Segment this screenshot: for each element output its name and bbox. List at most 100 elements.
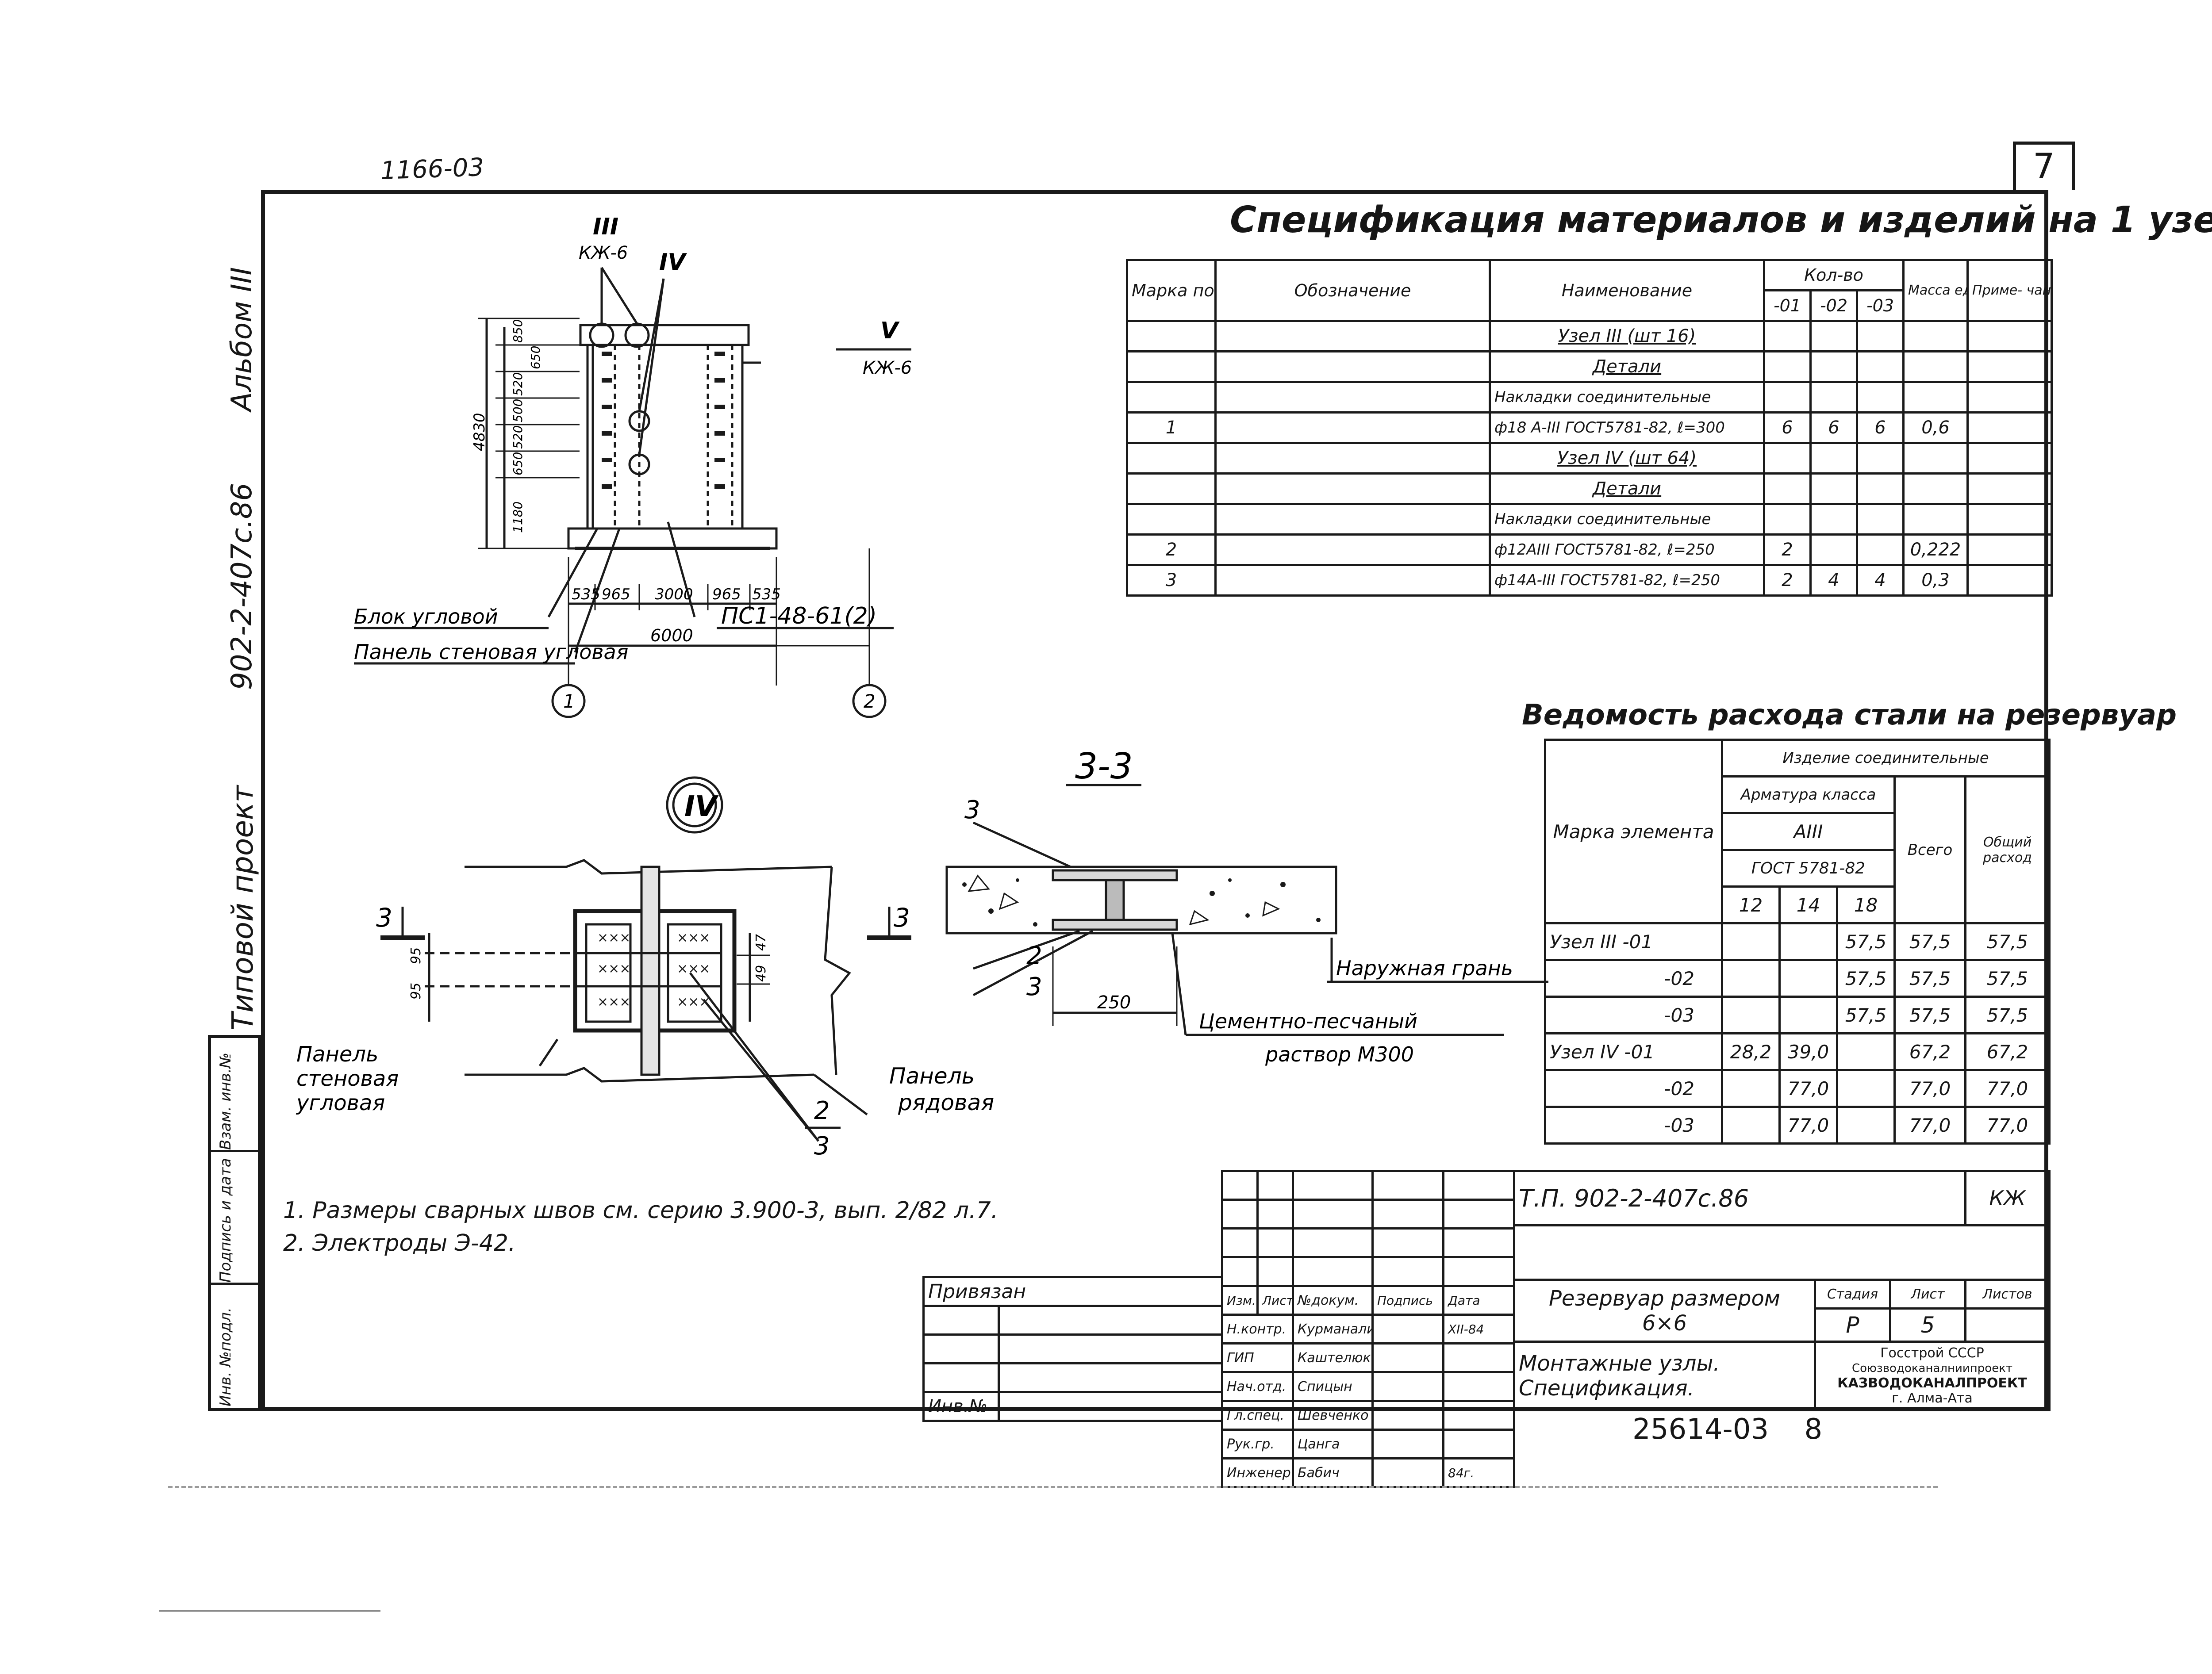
axis-1-circle: [551, 684, 586, 718]
dim-v-1: 1180: [511, 502, 525, 533]
section-cut-left: 3: [376, 903, 392, 933]
statement-title: Ведомость расхода стали на резервуар: [1522, 699, 2177, 732]
node-iii-ref: КЖ-6: [579, 243, 628, 263]
dim-47: 47: [753, 934, 769, 951]
statement-table: Марка элемента Изделие соединительные Ар…: [1544, 739, 2051, 1145]
svg-text:×××: ×××: [677, 994, 710, 1010]
node-iii-circle-b: [624, 322, 650, 348]
note-1: 1. Размеры сварных швов см. серию 3.900-…: [283, 1197, 998, 1224]
dim-h-1: 535: [572, 586, 600, 603]
dim-49: 49: [753, 965, 769, 982]
sheet-label: Лист: [1889, 1279, 1966, 1310]
project-type-vertical: Типовой проект: [226, 785, 260, 1030]
section-pos-2: 2: [1026, 942, 1042, 970]
spec-row: Детали: [1126, 472, 2053, 505]
scan-line: [168, 1486, 1938, 1488]
label-corner-panel-3: угловая: [296, 1091, 385, 1115]
tb-col-change: Изм.: [1221, 1285, 1259, 1316]
spec-cell-name: Узел IV (шт 64): [1489, 442, 1765, 475]
wall-slab: [945, 866, 1337, 935]
label-corner-panel-1: Панель: [296, 1042, 378, 1067]
label-outer-face: Наружная грань: [1336, 956, 1513, 980]
org-line-3: КАЗВОДОКАНАЛПРОЕКТ: [1837, 1375, 2027, 1391]
stamp-divider: [208, 1283, 261, 1285]
dim-v-2: 650: [511, 452, 525, 475]
dim-h-2: 965: [602, 586, 630, 603]
spec-col-designation: Обозначение: [1214, 259, 1491, 322]
stmt-col-d14: 14: [1778, 885, 1838, 924]
doc-mark: КЖ: [1964, 1170, 2051, 1226]
sheets-label: Листов: [1964, 1279, 2051, 1310]
scan-line: [159, 1610, 380, 1612]
spec-cell-name: ф12АIII ГОСТ5781-82, ℓ=250: [1489, 533, 1765, 566]
note-2: 2. Электроды Э-42.: [283, 1230, 516, 1256]
svg-text:×××: ×××: [677, 930, 710, 946]
dim-v-4: 500: [511, 399, 525, 422]
dim-95-a: 95: [408, 947, 424, 964]
stmt-col-d18: 18: [1836, 885, 1896, 924]
top-lining: [1052, 869, 1178, 881]
spec-col-q3: -03: [1856, 289, 1905, 322]
stamp-inv-original: Инв. №подл.: [217, 1307, 234, 1406]
doc-code: Т.П. 902-2-407с.86: [1513, 1170, 1966, 1226]
section-33-title: 3-3: [1075, 746, 1133, 787]
spec-col-note: Приме- чание: [1966, 259, 2053, 322]
dim-h-3: 3000: [655, 586, 693, 603]
svg-text:×××: ×××: [597, 961, 630, 977]
section-pos-3-top: 3: [964, 796, 980, 824]
tb-person-row: Н.контр.Курманалиев XII-84: [1221, 1314, 1515, 1345]
stamp-divider: [208, 1150, 261, 1152]
spec-cell-name: Узел III (шт 16): [1489, 320, 1765, 352]
label-corner-panel-2: стеновая: [296, 1066, 399, 1091]
spec-col-qty: Кол-во: [1763, 259, 1905, 291]
svg-text:×××: ×××: [597, 930, 630, 946]
spec-col-q2: -02: [1809, 289, 1858, 322]
spec-row: Накладки соединительные: [1126, 381, 2053, 414]
bottom-number: 25614-03: [1632, 1413, 1769, 1446]
top-beam: [579, 324, 750, 346]
spec-col-mark: Марка поз.: [1126, 259, 1217, 322]
spec-cell-name: Детали: [1489, 472, 1765, 505]
spec-row: Детали: [1126, 350, 2053, 383]
stmt-col-group: Изделие соединительные: [1720, 739, 2051, 778]
title-block-main: Т.П. 902-2-407с.86 КЖ Резервуар размером…: [1513, 1170, 2051, 1411]
object-line-2: 6×6: [1642, 1310, 1687, 1336]
sheet-title-line-1: Монтажные узлы.: [1519, 1351, 1720, 1376]
node-iii-circle-a: [589, 322, 614, 348]
tb-person-row: Рук.гр.Цанга: [1221, 1429, 1515, 1459]
dim-95-b: 95: [408, 983, 424, 1000]
stmt-col-mark: Марка элемента: [1544, 739, 1723, 924]
spec-title: Спецификация материалов и изделий на 1 у…: [1230, 199, 2212, 241]
bottom-doc-number: 25614-03 8: [1632, 1413, 1822, 1446]
org-line-2: Союзводоканалниипроект: [1851, 1362, 2013, 1375]
spec-table: Марка поз. Обозначение Наименование Кол-…: [1126, 259, 2053, 597]
stamp-inv-replace: Взам. инв.№: [217, 1052, 234, 1150]
bound-label: Привязан: [922, 1276, 1224, 1307]
sheet-number: 7: [2013, 142, 2075, 190]
label-row-panel-2: рядовая: [898, 1090, 994, 1115]
section-dim-250: 250: [1097, 992, 1131, 1013]
spec-col-name: Наименование: [1489, 259, 1765, 322]
sheet-title-line-2: Спецификация.: [1519, 1376, 1694, 1401]
album-label: Альбом III: [226, 267, 258, 411]
dim-h-4: 965: [712, 586, 741, 603]
detail-pos-3: 3: [814, 1132, 830, 1161]
label-row-panel-1: Панель: [889, 1063, 975, 1089]
dim-h-5: 535: [752, 586, 781, 603]
stmt-col-d12: 12: [1721, 885, 1781, 924]
bottom-sheet: 8: [1804, 1413, 1823, 1446]
label-wall-panel: Панель стеновая угловая: [354, 640, 628, 664]
inv-label: Инв.№: [922, 1391, 1000, 1422]
label-corner-block: Блок угловой: [354, 605, 498, 628]
dim-total-height: 4830: [471, 413, 488, 451]
label-ps-panel: ПС1-48-61(2): [721, 603, 877, 629]
stmt-col-rebar: Арматура класса: [1721, 775, 1896, 814]
tb-col-sign: Подпись: [1371, 1285, 1444, 1316]
dim-total-width: 6000: [650, 626, 693, 645]
header-code: 1166-03: [380, 153, 485, 186]
spec-cell-name: ф18 А-III ГОСТ5781-82, ℓ=300: [1489, 411, 1765, 444]
